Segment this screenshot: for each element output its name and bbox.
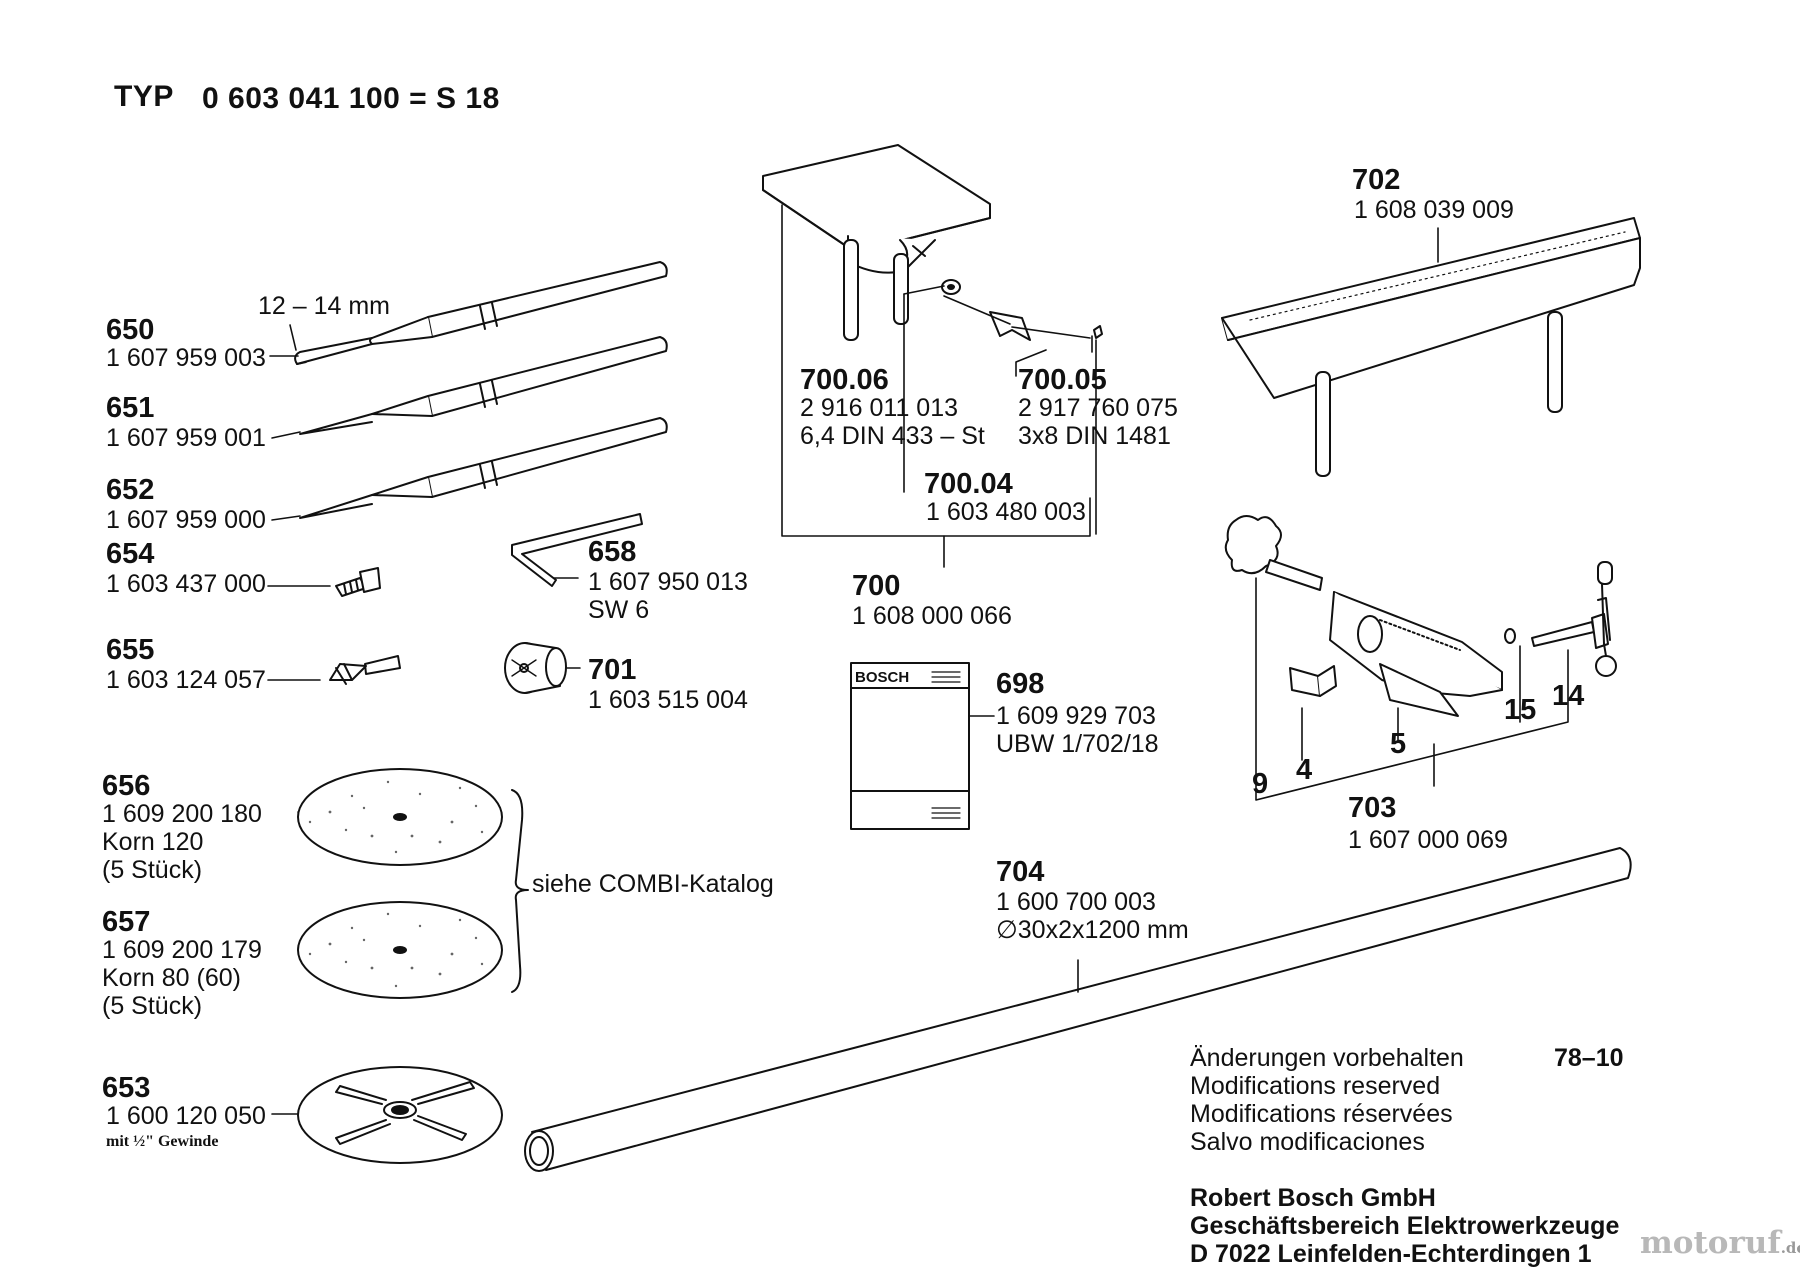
tool-rest-700-drawing bbox=[762, 144, 1103, 341]
manual-brand-label: BOSCH bbox=[855, 669, 910, 686]
part-700-04-ref: 700.04 bbox=[924, 468, 1013, 500]
watermark-tld: .de bbox=[1780, 1239, 1800, 1257]
part-698-detail: UBW 1/702/18 bbox=[996, 730, 1159, 758]
disc-657-drawing bbox=[297, 901, 503, 999]
faceplate-653-drawing bbox=[297, 1066, 503, 1164]
part-658-ref: 658 bbox=[588, 536, 637, 568]
part-704-number: 1 600 700 003 bbox=[996, 888, 1156, 916]
part-653-ref: 653 bbox=[102, 1072, 151, 1104]
part-651-number: 1 607 959 001 bbox=[106, 424, 266, 452]
part-701-number: 1 603 515 004 bbox=[588, 686, 748, 714]
part-700-number: 1 608 000 066 bbox=[852, 602, 1012, 630]
watermark-logo: motoruf.de bbox=[1640, 1228, 1800, 1259]
part-653-thread-note: mit ½" Gewinde bbox=[106, 1133, 219, 1150]
chisel-651-drawing bbox=[299, 336, 668, 435]
part-698-ref: 698 bbox=[996, 668, 1045, 700]
part-652-ref: 652 bbox=[106, 474, 155, 506]
part-653-number: 1 600 120 050 bbox=[106, 1102, 266, 1130]
chisel-650-drawing bbox=[294, 261, 668, 365]
company-address: D 7022 Leinfelden-Echterdingen 1 bbox=[1190, 1240, 1592, 1268]
type-label: TYP bbox=[114, 80, 174, 113]
part-702-number: 1 608 039 009 bbox=[1354, 196, 1514, 224]
part-656-qty: (5 Stück) bbox=[102, 856, 203, 884]
part-651-ref: 651 bbox=[106, 392, 155, 424]
subpart-9: 9 bbox=[1252, 768, 1269, 800]
part-650-number: 1 607 959 003 bbox=[106, 344, 266, 372]
part-655-ref: 655 bbox=[106, 634, 155, 666]
part-652-number: 1 607 959 000 bbox=[106, 506, 266, 534]
footer-note-de: Änderungen vorbehalten bbox=[1190, 1044, 1464, 1072]
part-657-qty: (5 Stück) bbox=[102, 992, 203, 1020]
part-700-ref: 700 bbox=[852, 570, 901, 602]
part-656-detail: Korn 120 bbox=[102, 828, 204, 856]
part-658-number: 1 607 950 013 bbox=[588, 568, 748, 596]
part-657-number: 1 609 200 179 bbox=[102, 936, 262, 964]
subpart-14: 14 bbox=[1552, 680, 1585, 712]
hex-key-658-drawing bbox=[511, 513, 643, 587]
screw-654-drawing bbox=[335, 567, 381, 597]
model-number: 0 603 041 100 = S 18 bbox=[202, 82, 500, 115]
part-655-number: 1 603 124 057 bbox=[106, 666, 266, 694]
part-701-ref: 701 bbox=[588, 654, 637, 686]
part-658-detail: SW 6 bbox=[588, 596, 650, 624]
part-654-number: 1 603 437 000 bbox=[106, 570, 266, 598]
tool-rest-702-drawing bbox=[1221, 217, 1641, 477]
part-702-ref: 702 bbox=[1352, 164, 1401, 196]
company-division: Geschäftsbereich Elektrowerkzeuge bbox=[1190, 1212, 1620, 1240]
part-650-ref: 650 bbox=[106, 314, 155, 346]
page-code: 78–10 bbox=[1554, 1044, 1624, 1072]
part-654-ref: 654 bbox=[106, 538, 155, 570]
part-657-detail: Korn 80 (60) bbox=[102, 964, 241, 992]
tube-704-drawing bbox=[524, 847, 1632, 1172]
combi-catalog-note: siehe COMBI-Katalog bbox=[532, 870, 774, 898]
part-700-05-detail: 3x8 DIN 1481 bbox=[1018, 422, 1171, 450]
subpart-5: 5 bbox=[1390, 728, 1407, 760]
part-700-04-number: 1 603 480 003 bbox=[926, 498, 1086, 526]
part-656-number: 1 609 200 180 bbox=[102, 800, 262, 828]
part-700-05-number: 2 917 760 075 bbox=[1018, 394, 1178, 422]
chisel-652-drawing bbox=[299, 417, 668, 519]
disc-656-drawing bbox=[297, 768, 503, 866]
footer-note-en: Modifications reserved bbox=[1190, 1072, 1441, 1100]
part-704-ref: 704 bbox=[996, 856, 1045, 888]
part-700-05-ref: 700.05 bbox=[1018, 364, 1107, 396]
holder-703-drawing bbox=[1224, 515, 1617, 717]
leaders-700 bbox=[781, 204, 1097, 568]
part-700-06-ref: 700.06 bbox=[800, 364, 889, 396]
part-703-number: 1 607 000 069 bbox=[1348, 826, 1508, 854]
manual-698-drawing bbox=[850, 662, 995, 830]
leaders-703 bbox=[1255, 577, 1569, 801]
combi-brace bbox=[511, 789, 529, 993]
part-657-ref: 657 bbox=[102, 906, 151, 938]
part-700-06-detail: 6,4 DIN 433 – St bbox=[800, 422, 985, 450]
part-698-number: 1 609 929 703 bbox=[996, 702, 1156, 730]
footer-note-es: Salvo modificaciones bbox=[1190, 1128, 1425, 1156]
watermark-name: motoruf bbox=[1640, 1225, 1781, 1261]
part-700-06-number: 2 916 011 013 bbox=[800, 394, 959, 422]
subpart-15: 15 bbox=[1504, 694, 1537, 726]
footer-note-fr: Modifications réservées bbox=[1190, 1100, 1453, 1128]
bushing-701-drawing bbox=[504, 642, 567, 694]
part-704-detail: ∅30x2x1200 mm bbox=[996, 916, 1189, 944]
part-650-size-note: 12 – 14 mm bbox=[258, 292, 391, 320]
subpart-4: 4 bbox=[1296, 754, 1313, 786]
company-name: Robert Bosch GmbH bbox=[1190, 1184, 1436, 1212]
part-703-ref: 703 bbox=[1348, 792, 1397, 824]
cutter-655-drawing bbox=[329, 655, 401, 685]
part-656-ref: 656 bbox=[102, 770, 151, 802]
